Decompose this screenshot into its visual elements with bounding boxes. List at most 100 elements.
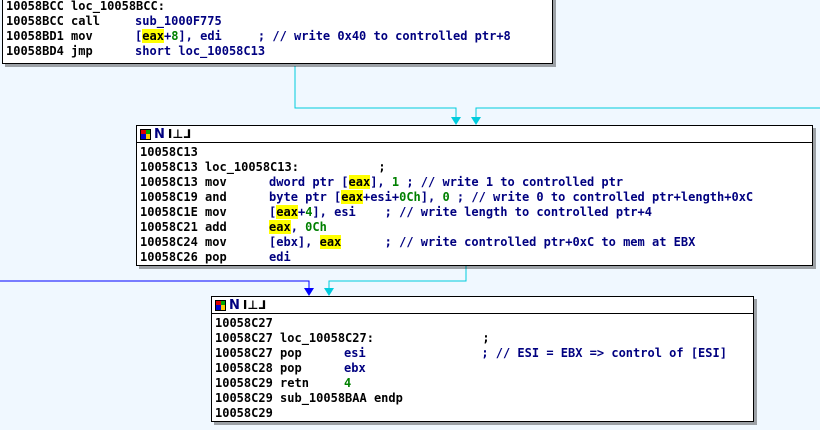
mnemonic: and xyxy=(205,190,227,204)
highlighted-register[interactable]: eax xyxy=(341,190,363,204)
operand[interactable]: edi xyxy=(269,250,291,264)
operand[interactable]: byte ptr [ xyxy=(269,190,342,204)
operand[interactable]: ], xyxy=(370,175,392,189)
operand[interactable]: sub_1000F775 xyxy=(135,14,222,28)
address: 10058C24 xyxy=(140,235,198,249)
mnemonic: pop xyxy=(205,250,227,264)
immediate-value[interactable]: 0 xyxy=(442,190,450,204)
mnemonic: call xyxy=(71,14,100,28)
address: 10058C27 xyxy=(215,331,273,345)
comment-marker: ; xyxy=(373,331,490,345)
code-line[interactable]: 10058C27 loc_10058C27: ; xyxy=(215,331,751,346)
code-label[interactable]: loc_10058BCC: xyxy=(71,0,165,13)
node-header[interactable]: N Ⅰ⊥⅃ xyxy=(212,297,753,314)
address: 10058C13 xyxy=(140,175,198,189)
graph-overview-icon[interactable]: Ⅰ⊥⅃ xyxy=(242,298,266,312)
code-line[interactable]: 10058C24 mov [ebx], eax ; // write contro… xyxy=(140,235,810,250)
graph-overview-icon[interactable]: Ⅰ⊥⅃ xyxy=(167,127,191,141)
address: 10058C27 xyxy=(215,346,273,360)
immediate-value[interactable]: 8 xyxy=(171,29,179,43)
code-line[interactable]: 10058C1E mov[eax+4], esi ; // write leng… xyxy=(140,205,810,220)
operand[interactable]: ebx xyxy=(344,361,366,375)
operand[interactable]: [ xyxy=(135,29,143,43)
code-label[interactable]: loc_10058C13: xyxy=(205,160,299,174)
highlighted-register[interactable]: eax xyxy=(319,235,342,249)
code-line[interactable]: 10058BD1 mov[eax+8], edi ; // write 0x40… xyxy=(6,29,550,44)
operand[interactable]: ], xyxy=(420,190,443,204)
mnemonic: mov xyxy=(205,235,227,249)
code-line[interactable]: 10058C13 xyxy=(140,145,810,160)
n-icon[interactable]: N xyxy=(154,126,165,142)
code-label[interactable]: sub_10058BAA endp xyxy=(280,391,403,405)
highlighted-register[interactable]: eax xyxy=(276,205,298,219)
edge-arrowhead xyxy=(451,117,461,125)
code-line[interactable]: 10058C27 xyxy=(215,316,751,331)
edge-incoming-right xyxy=(475,107,820,120)
operand[interactable]: [ebx], xyxy=(269,235,320,249)
immediate-value[interactable]: 4 xyxy=(344,376,352,390)
operand[interactable]: short loc_10058C13 xyxy=(135,44,266,58)
operand[interactable]: dword ptr [ xyxy=(269,175,349,189)
operand[interactable]: + xyxy=(297,205,306,219)
code-block-loc_10058C13[interactable]: N Ⅰ⊥⅃ 10058C13 10058C13 loc_10058C13: ;1… xyxy=(136,125,813,266)
address: 10058C26 xyxy=(140,250,198,264)
operand[interactable]: ], esi xyxy=(312,205,385,219)
color-grid-icon[interactable] xyxy=(140,128,151,140)
mnemonic: retn xyxy=(280,376,309,390)
mnemonic: pop xyxy=(280,346,302,360)
highlighted-register[interactable]: eax xyxy=(269,220,291,234)
immediate-value[interactable]: 1 xyxy=(391,175,400,189)
edge-incoming-left xyxy=(0,280,310,290)
code-line[interactable]: 10058C26 pop edi xyxy=(140,250,810,265)
comment: ; // ESI = EBX => control of [ESI] xyxy=(481,346,727,360)
operand[interactable] xyxy=(341,235,384,249)
operand[interactable]: ], edi xyxy=(178,29,258,43)
address: 10058BD1 xyxy=(6,29,64,43)
operand[interactable]: esi xyxy=(344,346,366,360)
code-line[interactable]: 10058BCC call sub_1000F775 xyxy=(6,14,550,29)
operand[interactable] xyxy=(366,346,482,360)
operand[interactable]: + xyxy=(163,29,172,43)
n-icon[interactable]: N xyxy=(229,297,240,313)
immediate-value[interactable]: 0Ch xyxy=(399,190,421,204)
mnemonic: mov xyxy=(71,29,93,43)
address: 10058BCC xyxy=(6,14,64,28)
address: 10058C29 xyxy=(215,391,273,405)
address: 10058C19 xyxy=(140,190,198,204)
address: 10058BCC xyxy=(6,0,64,13)
code-label[interactable]: loc_10058C27: xyxy=(280,331,374,345)
address: 10058C1E xyxy=(140,205,198,219)
node-header[interactable]: N Ⅰ⊥⅃ xyxy=(137,126,812,143)
highlighted-register[interactable]: eax xyxy=(142,29,164,43)
edge-arrowhead xyxy=(324,288,334,296)
code-line[interactable]: 10058C28 pop ebx xyxy=(215,361,751,376)
highlighted-register[interactable]: eax xyxy=(348,175,371,189)
mnemonic: mov xyxy=(205,175,227,189)
comment: ; // write controlled ptr+0xC to mem at … xyxy=(384,235,696,249)
code-block-loc_10058C27[interactable]: N Ⅰ⊥⅃ 10058C27 10058C27 loc_10058C27: ;1… xyxy=(211,296,754,422)
code-line[interactable]: 10058C29 sub_10058BAA endp xyxy=(215,391,751,406)
operand[interactable]: +esi+ xyxy=(362,190,400,204)
code-line[interactable]: 10058C13 loc_10058C13: ; xyxy=(140,160,810,175)
mnemonic: pop xyxy=(280,361,302,375)
color-grid-icon[interactable] xyxy=(215,299,226,311)
edge-arrowhead xyxy=(304,288,314,296)
code-line[interactable]: 10058C27 pop esi ; // ESI = EBX => contro… xyxy=(215,346,751,361)
edge-jump-to-loc_10058C13 xyxy=(294,66,457,120)
immediate-value[interactable]: 0Ch xyxy=(305,220,327,234)
operand[interactable]: [ xyxy=(269,205,277,219)
operand[interactable]: , xyxy=(290,220,306,234)
immediate-value[interactable]: 4 xyxy=(305,205,313,219)
address: 10058C28 xyxy=(215,361,273,375)
address: 10058C29 xyxy=(215,406,273,420)
code-line[interactable]: 10058BCC loc_10058BCC: xyxy=(6,0,550,14)
code-line[interactable]: 10058C29 xyxy=(215,406,751,421)
